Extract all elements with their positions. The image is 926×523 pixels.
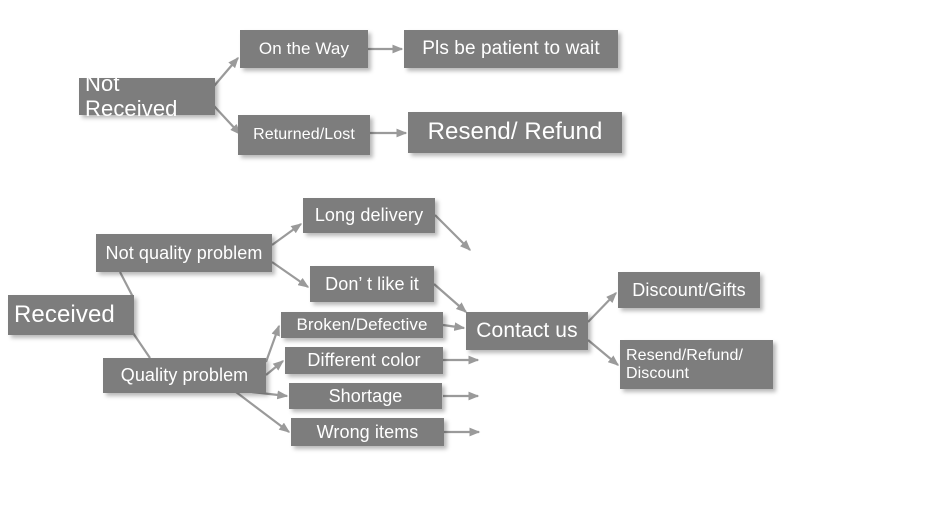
edge-quality_problem-different_color — [265, 360, 285, 376]
node-discount_gifts[interactable]: Discount/Gifts — [618, 272, 760, 308]
node-not_received[interactable]: Not Received — [79, 71, 215, 120]
edge-not_received-returned_lost — [213, 105, 241, 135]
node-not_quality_problem[interactable]: Not quality problem — [96, 234, 272, 272]
node-resend_refund[interactable]: Resend/ Refund — [408, 112, 622, 153]
node-dont_like_it[interactable]: Don’ t like it — [310, 266, 434, 302]
node-broken_defective[interactable]: Broken/Defective — [281, 312, 443, 338]
edge-quality_problem-broken_defective — [264, 324, 281, 363]
node-on_the_way[interactable]: On the Way — [240, 30, 368, 68]
edge-received-not_quality_problem — [119, 271, 134, 298]
node-shortage[interactable]: Shortage — [289, 383, 442, 409]
edge-dont_like_it-contact_us — [433, 283, 467, 313]
node-wrong_items[interactable]: Wrong items — [291, 418, 444, 446]
node-pls_be_patient[interactable]: Pls be patient to wait — [404, 30, 618, 68]
node-contact_us[interactable]: Contact us — [466, 312, 588, 350]
edge-contact_us-discount_gifts — [587, 292, 617, 323]
edge-not_received-on_the_way — [213, 56, 239, 87]
node-different_color[interactable]: Different color — [285, 347, 443, 374]
node-quality_problem[interactable]: Quality problem — [103, 358, 266, 393]
edge-broken_defective-contact_us — [442, 322, 466, 331]
node-received[interactable]: Received — [8, 295, 134, 335]
edge-contact_us-resend_refund_discount — [587, 339, 620, 366]
edge-not_quality_problem-dont_like_it — [271, 261, 310, 288]
edge-long_delivery-contact_us — [434, 214, 471, 251]
edge-quality_problem-wrong_items — [235, 391, 291, 433]
edge-received-quality_problem — [132, 332, 151, 359]
node-long_delivery[interactable]: Long delivery — [303, 198, 435, 233]
node-resend_refund_discount[interactable]: Resend/Refund/ Discount — [620, 340, 773, 389]
node-returned_lost[interactable]: Returned/Lost — [238, 115, 370, 155]
edge-not_quality_problem-long_delivery — [271, 223, 303, 246]
